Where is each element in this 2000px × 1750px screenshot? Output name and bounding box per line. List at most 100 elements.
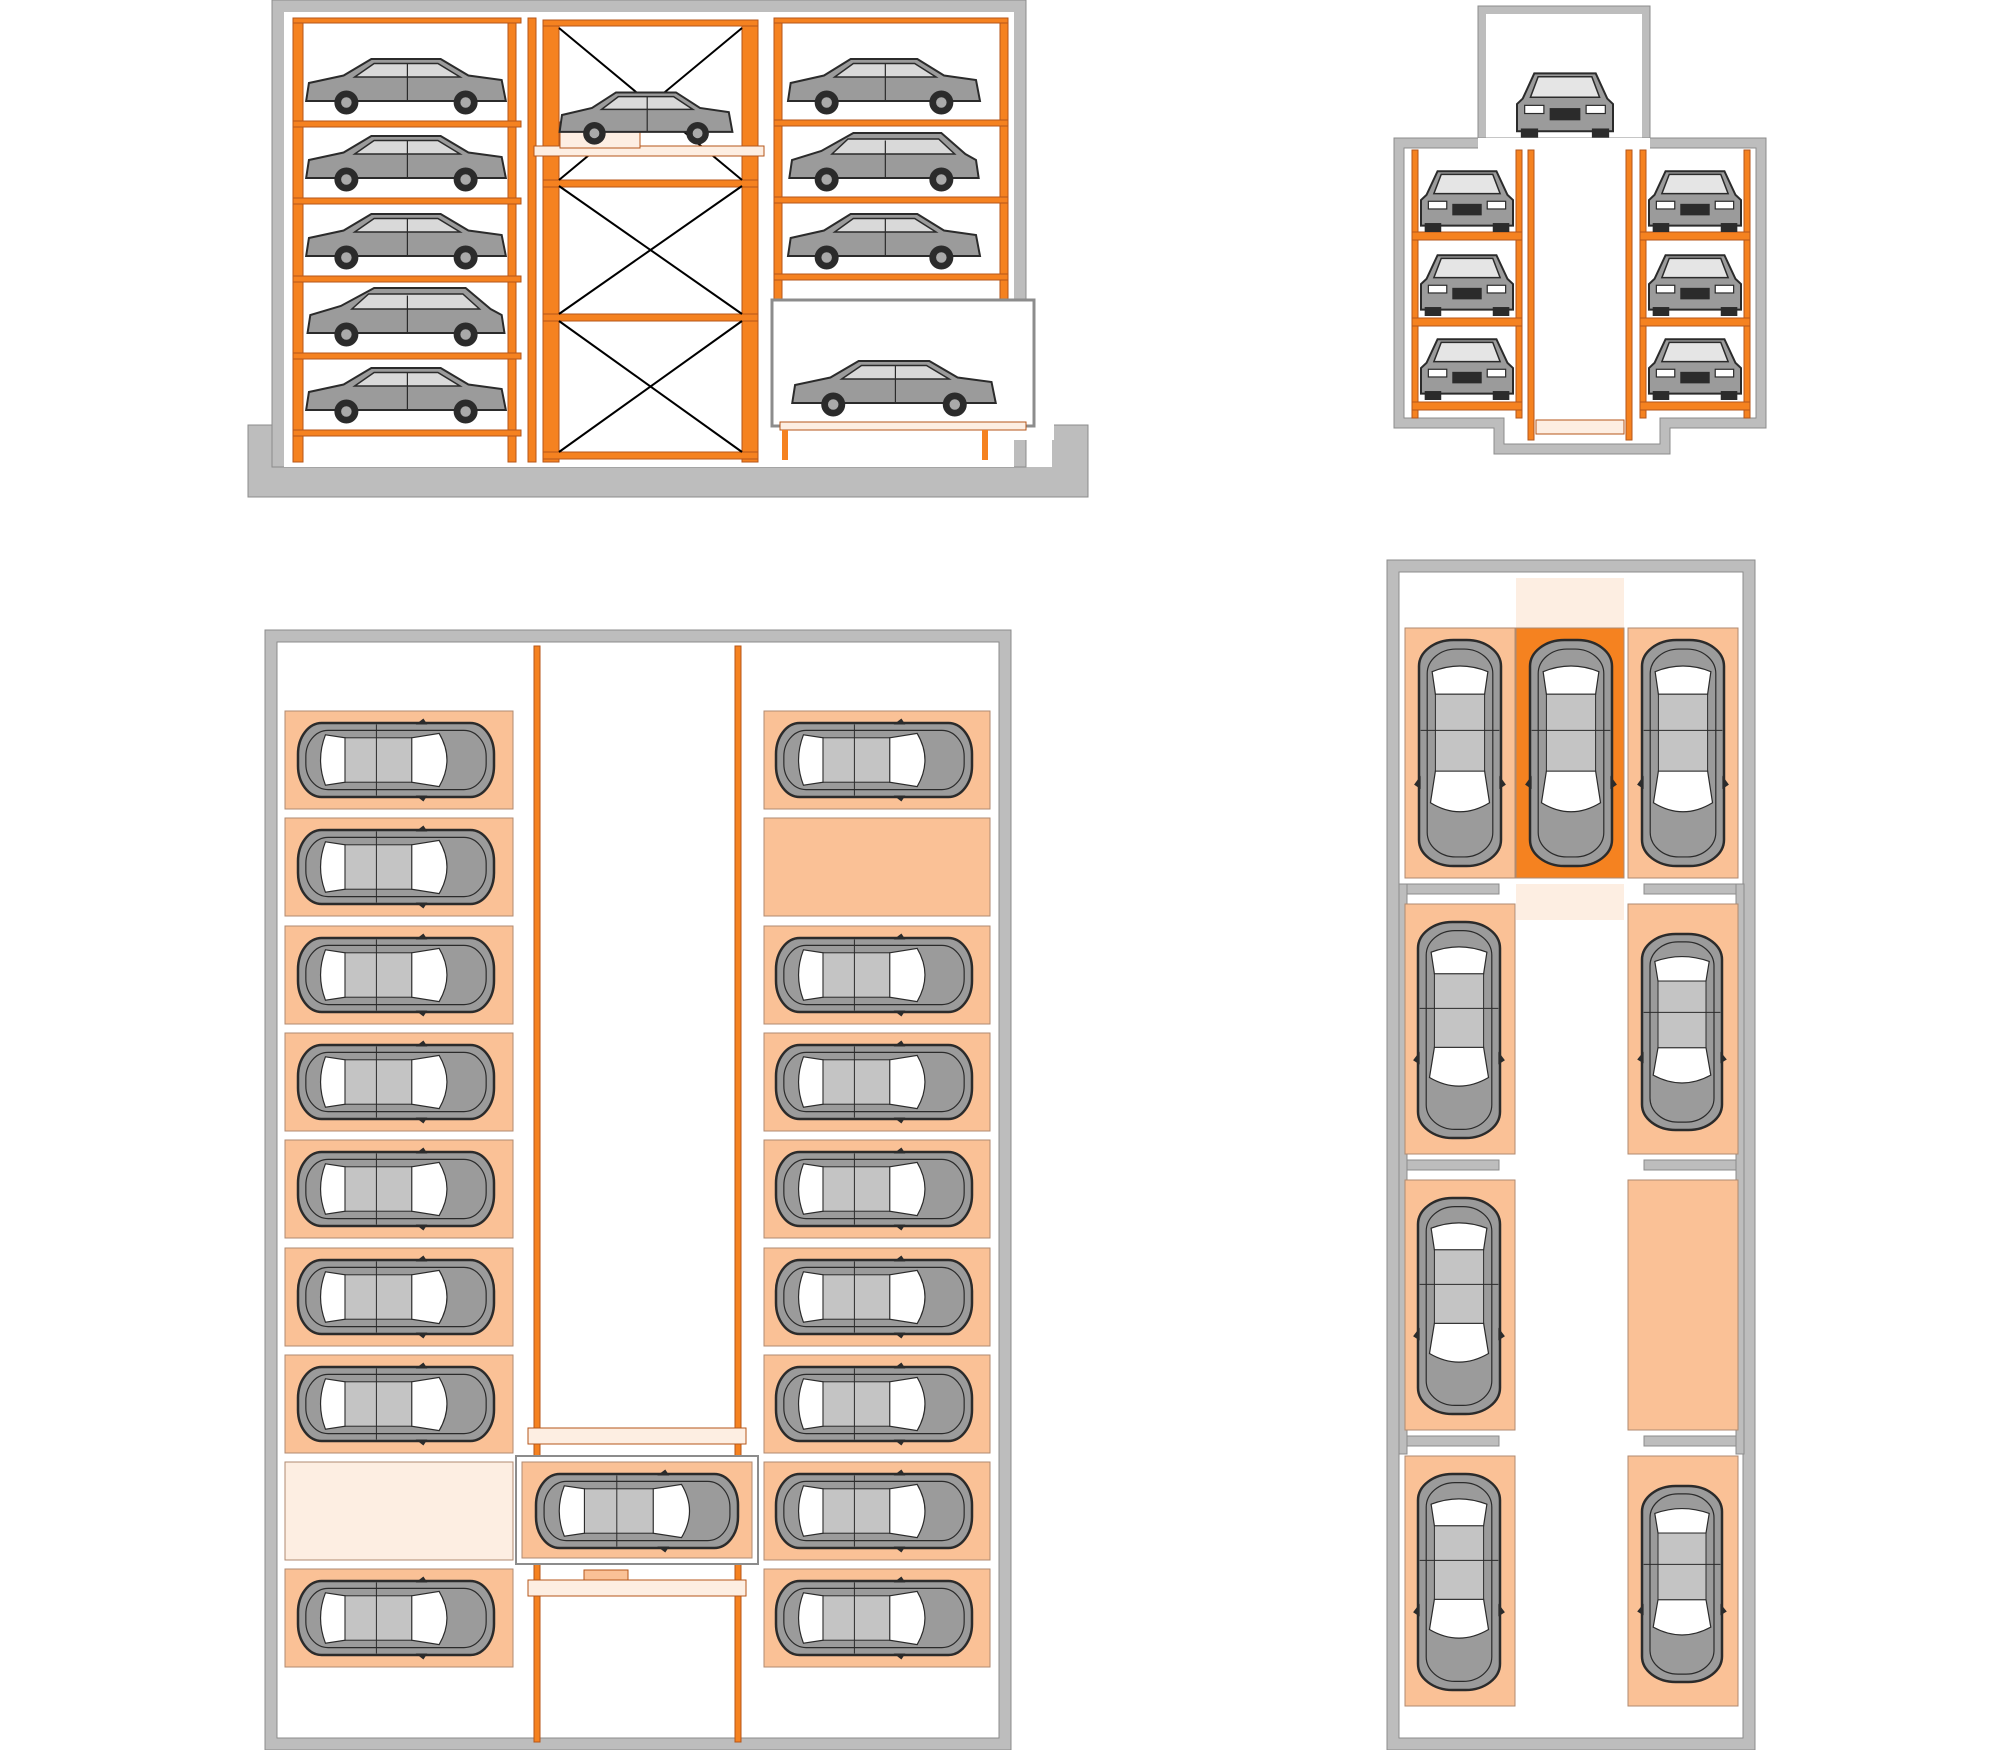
lift-platform: [533, 145, 765, 157]
car-tire: [1424, 391, 1442, 400]
car-outline-inner: [783, 1480, 965, 1542]
car-window: [349, 293, 482, 310]
side-wall: [1398, 883, 1408, 1455]
rack-shelf: [292, 197, 522, 205]
car-window: [830, 138, 957, 155]
car-top: [296, 1255, 496, 1339]
car-hub: [936, 174, 947, 185]
sedan-car-side: [786, 213, 982, 270]
car-rear-glass: [319, 841, 346, 893]
car-rear-glass: [797, 1485, 824, 1537]
car-roof: [1657, 1532, 1707, 1601]
car-mirror: [1413, 1051, 1420, 1065]
car-top: [774, 1362, 974, 1446]
car-mirror: [1498, 1603, 1505, 1617]
car-hub: [460, 174, 471, 185]
car-windshield: [411, 839, 448, 895]
car-windshield: [1652, 1599, 1712, 1636]
car-top: [774, 1255, 974, 1339]
lift-cross-brace: [558, 320, 743, 453]
car-mirror: [415, 1332, 428, 1339]
car-windshield: [1432, 341, 1502, 363]
car-roof: [822, 1595, 891, 1641]
car-windshield: [411, 947, 448, 1003]
car-rear-glass: [319, 949, 346, 1001]
car-mirror: [893, 1362, 906, 1369]
car-body: [304, 58, 508, 102]
car-hub: [936, 252, 947, 263]
car-rear-glass: [797, 1163, 824, 1215]
side-elevation-view: [247, 0, 1089, 498]
car-mirror: [893, 1224, 906, 1231]
car-roof: [1434, 693, 1486, 772]
car-body: [304, 213, 508, 257]
parking-bay: [284, 1461, 514, 1561]
car-front: [1648, 254, 1742, 316]
car-top: [296, 1576, 496, 1660]
car-mirror: [893, 1040, 906, 1047]
car-front: [1648, 338, 1742, 400]
car-mirror: [415, 1040, 428, 1047]
lift-tower-beam: [542, 179, 759, 188]
car-outline-inner: [783, 1158, 965, 1220]
car-tire: [1492, 391, 1510, 400]
divider-wall: [1643, 1159, 1745, 1171]
lift-beam: [527, 1579, 747, 1597]
car-outline-inner: [305, 1266, 487, 1328]
car-mirror: [893, 1010, 906, 1017]
car-windshield: [411, 1376, 448, 1432]
car-body: [304, 135, 508, 179]
car-mirror: [1413, 1327, 1420, 1341]
rack-shelf: [773, 196, 1009, 204]
car-hub: [341, 97, 352, 108]
car-roof: [822, 1488, 891, 1534]
lift-motor: [583, 1569, 629, 1581]
car-rear-glass: [797, 949, 824, 1001]
rack-post: [292, 17, 304, 463]
car-grille: [1452, 287, 1482, 300]
lift-tower-post: [542, 19, 560, 463]
car-roof: [1545, 693, 1597, 772]
car-tire: [1652, 391, 1670, 400]
car-top: [534, 1469, 740, 1553]
car-hub: [949, 399, 961, 410]
lift-tower-post: [741, 19, 759, 463]
rack-shelf: [1639, 231, 1751, 241]
car-roof: [344, 1381, 413, 1427]
car-hub: [460, 406, 471, 417]
rack-shelf: [1411, 231, 1523, 241]
rack-shelf: [773, 119, 1009, 127]
rack-post: [507, 17, 517, 463]
car-tire: [1492, 223, 1510, 232]
car-roof: [1657, 693, 1709, 772]
car-grille: [1452, 371, 1482, 384]
car-front: [1648, 170, 1742, 232]
car-outline-inner: [1426, 648, 1494, 858]
car-outline-inner: [1537, 648, 1605, 858]
car-mirror: [1525, 775, 1532, 790]
car-front: [1420, 254, 1514, 316]
car-top: [1413, 1472, 1505, 1692]
car-rear-glass: [797, 1592, 824, 1644]
divider-wall: [1398, 883, 1500, 895]
shaft-platform: [1535, 419, 1625, 435]
car-body: [304, 367, 508, 411]
car-windshield: [411, 1161, 448, 1217]
rack-shelf: [1639, 401, 1751, 411]
car-headlight: [1585, 104, 1606, 115]
car-rear-glass: [1654, 955, 1710, 982]
divider-wall: [1398, 1159, 1500, 1171]
car-mirror: [893, 933, 906, 940]
car-body: [786, 213, 982, 257]
car-windshield: [1429, 770, 1491, 813]
car-tire: [1520, 128, 1539, 138]
car-outline-inner: [1425, 930, 1493, 1130]
divider-wall: [1398, 1435, 1500, 1447]
sedan-car-side: [791, 360, 997, 417]
lift-rail: [734, 645, 742, 1743]
sedan-car-side: [304, 58, 508, 115]
rack-post: [1639, 149, 1647, 419]
car-roof: [822, 737, 891, 783]
rack-post: [773, 17, 783, 319]
